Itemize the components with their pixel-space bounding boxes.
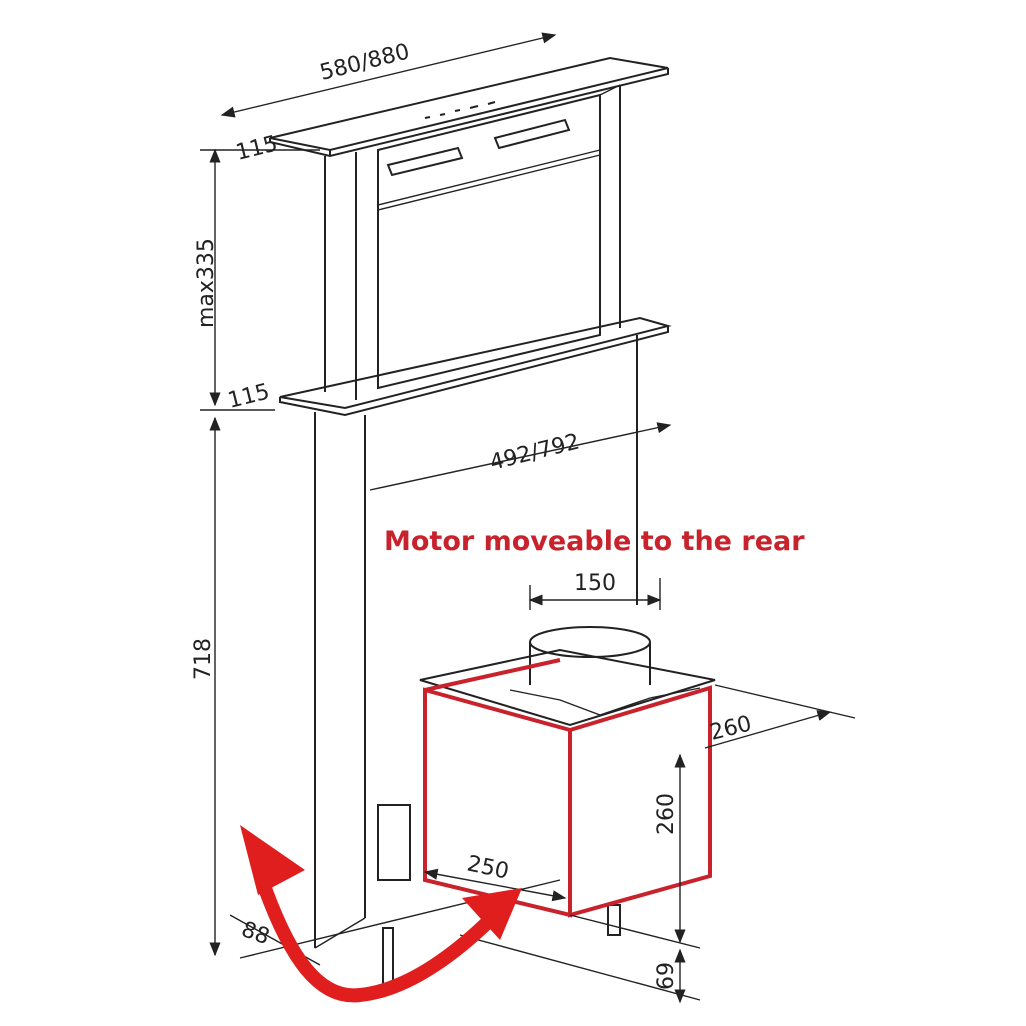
lower-column <box>229 335 638 989</box>
dimension-lines <box>200 32 856 1004</box>
dim-motor-height: 260 <box>654 793 679 835</box>
dim-foot-height: 69 <box>654 962 679 990</box>
dim-top-width: 580/880 <box>317 39 412 85</box>
dim-inner-width: 492/792 <box>487 429 582 475</box>
upper-body <box>324 84 621 400</box>
dim-duct-diameter: 150 <box>574 571 616 596</box>
dim-lift-height: max335 <box>194 238 219 328</box>
move-direction-arrow <box>240 825 522 1003</box>
duct-collar <box>529 626 651 658</box>
motor-note: Motor moveable to the rear <box>384 526 805 557</box>
worktop-plate <box>279 316 672 417</box>
motor-box <box>419 626 716 918</box>
dim-motor-width: 250 <box>465 851 511 884</box>
motor-leg <box>607 904 621 936</box>
dim-top-depth: 115 <box>233 131 280 165</box>
support-leg <box>382 927 394 989</box>
electrical-box <box>377 804 411 881</box>
air-slot-left <box>386 146 464 177</box>
control-buttons <box>424 101 496 119</box>
dim-column-height: 718 <box>191 638 216 680</box>
dim-shelf-depth: 115 <box>225 379 272 413</box>
air-slot-right <box>493 118 571 150</box>
dim-motor-depth: 260 <box>707 711 754 745</box>
